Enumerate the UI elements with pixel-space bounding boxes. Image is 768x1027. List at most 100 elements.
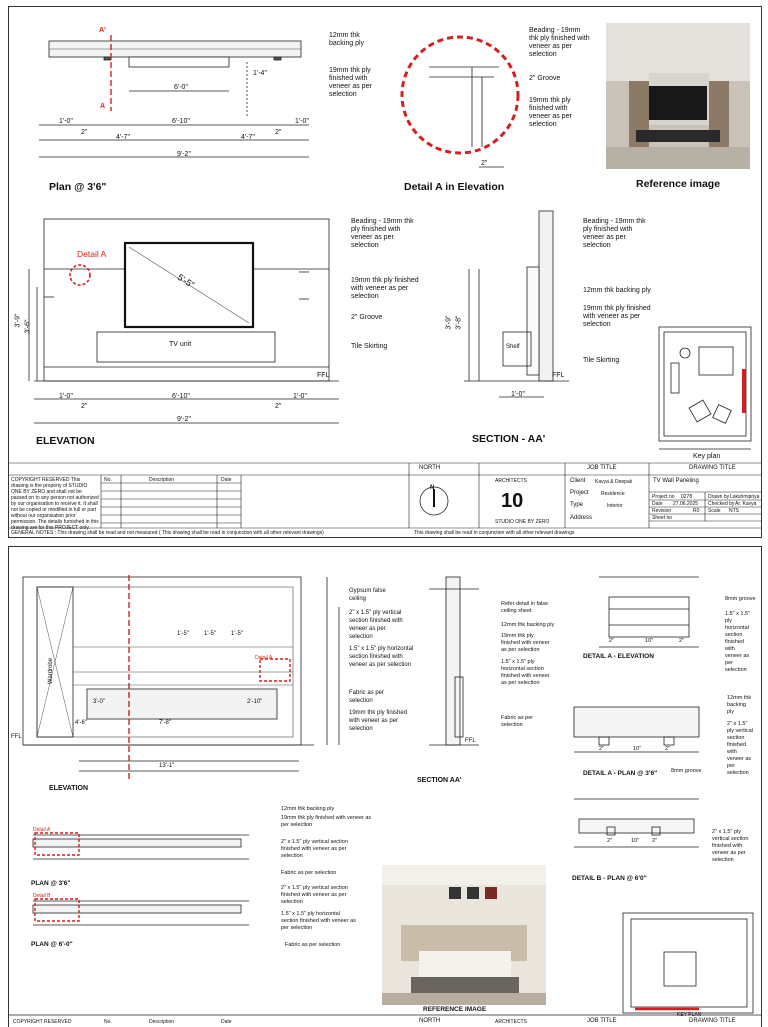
plan-60-detail-box (34, 898, 80, 922)
s2-elevation-ffl: FFL (11, 734, 22, 740)
s2-dim-b2: 1'-5" (204, 631, 216, 637)
detail-a-box (259, 658, 291, 682)
revision-value: R0 (693, 508, 700, 514)
s2-section-horizontal: 1.5" x 1.5" ply horizontal section finis… (501, 659, 550, 686)
key-plan-title: Key plan (693, 453, 721, 460)
detail-b-vertical: 2" x 1.5" ply vertical section finished … (712, 829, 749, 863)
s2-plan36-fabric: Fabric as per selection (281, 870, 337, 876)
studio-logo: 10 (501, 490, 524, 512)
s2-dim-30: 3'-0" (93, 699, 105, 705)
s2-col-date: Date (221, 1019, 232, 1025)
s2-dim-78: 7'-8" (159, 720, 171, 726)
s2-plan36-detail: Detail A (33, 827, 51, 833)
plan-dim-14: 1'-4" (253, 70, 267, 77)
elevation-dim-39: 3'-9" (14, 313, 22, 328)
plan-36-detail-box (34, 832, 80, 856)
plan-dim-610: 6'-10" (172, 118, 190, 125)
detail-a-label-beading: Beading - 19mm thk ply finished with ven… (529, 27, 590, 58)
detail-b-dim-2: 2" (607, 838, 613, 844)
section-label-beading: Beading - 19mm thk ply finished with ven… (583, 218, 646, 249)
detail-b-dim-2b: 2" (652, 838, 658, 844)
plan-dim-47-right: 4'-7" (241, 134, 255, 141)
plan-dim-10-right: 1'-0" (295, 118, 309, 125)
s2-section-title: SECTION AA' (417, 777, 462, 784)
elevation-label-skirting: Tile Skirting (351, 343, 388, 350)
detail-a-plan-dim-2b: 2" (665, 746, 671, 752)
reference-image-title: Reference image (636, 178, 721, 190)
s2-plan60-detail: Detail B (33, 893, 51, 899)
s2-dim-b3: 1'-5" (231, 631, 243, 637)
s2-plan36-backing: 12mm thk backing ply (281, 806, 335, 812)
s2-section-ply: 19mm thk ply finished with veneer as per… (501, 633, 550, 653)
elevation-label-ply: 19mm thk ply finished with veneer as per… (351, 277, 419, 300)
s2-plan36-ply: 19mm thk ply finished with veneer as per… (281, 815, 372, 828)
plan-dim-47-left: 4'-7" (116, 134, 130, 141)
elevation-detail-marker: Detail A (77, 249, 107, 259)
drawing-sheet-2: ELEVATION Wardrobe Detail A FFL Gypsum f… (8, 546, 762, 1027)
detail-a-elev-dim-2: 2" (609, 638, 615, 644)
s2-dim-210: 2'-10" (247, 699, 263, 705)
address-key: Address (570, 515, 593, 521)
scale-value: NTS (729, 508, 739, 514)
elevation-ffl: FFL (317, 372, 330, 379)
section-label-ply: 19mm thk ply finished with veneer as per… (583, 305, 651, 328)
s2-dim-b1: 1'-5" (177, 631, 189, 637)
project-value: Residence (601, 491, 625, 497)
elevation-dim-10-left: 1'-0" (59, 393, 73, 400)
type-value: Interior (607, 503, 623, 509)
detail-a-label-groove: 2" Groove (529, 75, 561, 82)
sheet2-linework (9, 575, 761, 1016)
detail-a-title: Detail A in Elevation (404, 181, 505, 193)
elevation-label-groove: 2" Groove (351, 314, 383, 321)
section-dim-10: 1'-0" (511, 391, 525, 398)
date-value: 27.06.2025 (673, 501, 699, 507)
drawn-by-key: Drawn by (708, 494, 730, 500)
studio-logo-sub: STUDIO ONE BY ZERO (495, 519, 550, 525)
elevation-dim-36: 3'-6" (24, 319, 32, 334)
elevation-dim-2a: 2" (81, 403, 88, 410)
s2-plan60-title: PLAN @ 6'-0" (31, 941, 73, 948)
section-marker-a: A (100, 103, 106, 110)
detail-a-plan-dim-2: 2" (599, 746, 605, 752)
key-plan-highlight (742, 369, 746, 413)
elevation-dim-2b: 2" (275, 403, 282, 410)
s2-elevation-title: ELEVATION (49, 785, 89, 792)
plan-dim-2b: 2" (275, 129, 282, 136)
section-label-backing: 12mm thk backing ply (583, 287, 651, 294)
revision-key: Revision (652, 508, 672, 514)
scale-key: Scale (708, 508, 721, 514)
s2-copyright: COPYRIGHT RESERVED (13, 1019, 72, 1025)
date-key: Date (652, 501, 663, 507)
s2-plan60-fabric: Fabric as per selection (285, 942, 341, 948)
s2-job-title: JOB TITLE (587, 1018, 617, 1024)
s2-north: NORTH (419, 1018, 441, 1024)
plan-dim-92: 9'-2" (177, 151, 191, 158)
section-dim-38: 3'-8" (455, 315, 463, 330)
s2-dim-46: 4'-6" (75, 720, 87, 726)
elevation-dim-92: 9'-2" (177, 416, 191, 423)
revisions-col-date: Date (221, 477, 232, 483)
s2-section-fabric: Fabric as per selection (501, 715, 534, 728)
s2-label-gypsum: Gypsum false ceiling (349, 588, 386, 602)
key-plan-drawing (658, 326, 752, 450)
s2-drawing-title: DRAWING TITLE (689, 1018, 736, 1024)
north-label: NORTH (419, 465, 441, 471)
section-label-skirting: Tile Skirting (583, 357, 620, 364)
client-key: Client (570, 478, 586, 484)
s2-plan36-title: PLAN @ 3'6" (31, 880, 71, 887)
section-shelf-label: Shelf (506, 344, 520, 350)
plan-label-backing: 12mm thk backing ply (329, 32, 365, 47)
s2-plan36-vertical: 2" x 1.5" ply vertical section finished … (281, 839, 348, 859)
detail-a-plan-dim-10: 10" (633, 746, 642, 752)
section-marker-a-prime: A' (99, 27, 106, 34)
s2-plan60-vertical: 2" x 1.5" ply vertical section finished … (281, 885, 348, 905)
s2-architects: ARCHITECTS (495, 1019, 527, 1025)
s2-col-desc: Description (149, 1019, 175, 1025)
s2-label-vertical: 2" x 1.5" ply vertical section finished … (349, 610, 403, 640)
checked-by-value: Ar. Kavya (735, 501, 757, 507)
s2-label-ply: 19mm thk ply finished with veneer as per… (349, 710, 408, 732)
wardrobe-label: Wardrobe (48, 657, 55, 685)
s2-section-refer: Refer detail in false ceiling sheet (501, 601, 549, 614)
section-ffl: FFL (552, 372, 565, 379)
s2-col-no: No. (104, 1019, 112, 1025)
